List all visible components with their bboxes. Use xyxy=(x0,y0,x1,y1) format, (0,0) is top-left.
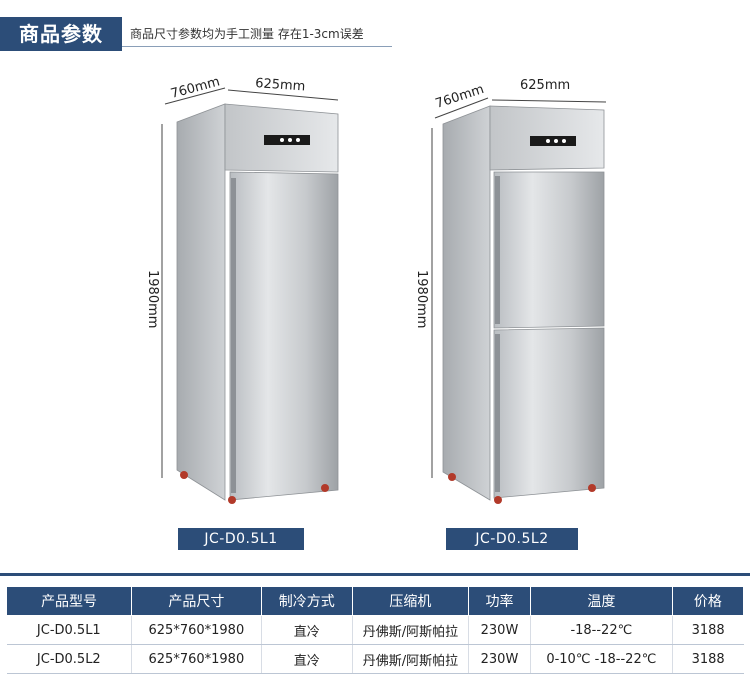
table-header-row: 产品型号 产品尺寸 制冷方式 压缩机 功率 温度 价格 xyxy=(5,586,745,616)
col-temperature: 温度 xyxy=(529,586,673,616)
measurement-note: 商品尺寸参数均为手工测量 存在1-3cm误差 xyxy=(130,27,364,41)
lower-door-panel xyxy=(493,327,605,499)
upper-door-handle xyxy=(495,176,500,324)
width-dimension-line xyxy=(227,89,339,101)
col-cooling: 制冷方式 xyxy=(260,586,353,616)
fridge-single-door: 760mm 625mm 1980mm xyxy=(145,74,339,504)
lower-door-handle xyxy=(495,334,500,492)
col-price: 价格 xyxy=(671,586,745,616)
height-label: 1980mm xyxy=(145,270,160,328)
cell-compressor: 丹佛斯/阿斯帕拉 xyxy=(351,644,469,674)
cell-compressor: 丹佛斯/阿斯帕拉 xyxy=(351,615,469,645)
cell-temperature: 0-10℃ -18--22℃ xyxy=(529,644,673,674)
digital-display xyxy=(264,135,310,145)
model-label-2: JC-D0.5L2 xyxy=(446,528,578,550)
table-row: JC-D0.5L2 625*760*1980 直冷 丹佛斯/阿斯帕拉 230W … xyxy=(6,644,744,674)
depth-label: 760mm xyxy=(169,74,221,101)
table-row: JC-D0.5L1 625*760*1980 直冷 丹佛斯/阿斯帕拉 230W … xyxy=(6,615,744,645)
cell-power: 230W xyxy=(468,644,531,674)
depth-dimension-line-2 xyxy=(434,97,489,119)
model-label-1: JC-D0.5L1 xyxy=(178,528,304,550)
cell-model: JC-D0.5L1 xyxy=(6,615,132,645)
digital-display-2 xyxy=(530,136,576,146)
fridge-double-door: 760mm 625mm 1980mm xyxy=(414,78,607,504)
cell-model: JC-D0.5L2 xyxy=(6,644,132,674)
product-images: 760mm 625mm 1980mm 760mm xyxy=(0,58,750,558)
fridge-illustrations: 760mm 625mm 1980mm 760mm xyxy=(145,74,607,504)
table-divider xyxy=(0,573,750,576)
cell-size: 625*760*1980 xyxy=(131,615,262,645)
cell-size: 625*760*1980 xyxy=(131,644,262,674)
cabinet-side-2 xyxy=(442,105,491,501)
height-label-2: 1980mm xyxy=(414,270,429,328)
depth-label-2: 760mm xyxy=(434,82,486,112)
header-underline xyxy=(122,46,392,47)
door-handle xyxy=(231,178,236,493)
width-dimension-line-2 xyxy=(491,99,607,103)
cell-cooling: 直冷 xyxy=(260,615,353,645)
section-header: 商品参数 商品尺寸参数均为手工测量 存在1-3cm误差 xyxy=(0,12,750,52)
width-label: 625mm xyxy=(255,76,306,94)
cell-temperature: -18--22℃ xyxy=(529,615,673,645)
spec-table: 产品型号 产品尺寸 制冷方式 压缩机 功率 温度 价格 JC-D0.5L1 62… xyxy=(5,586,745,674)
upper-door-panel xyxy=(493,171,605,329)
col-model: 产品型号 xyxy=(5,586,133,616)
section-title: 商品参数 xyxy=(0,17,122,51)
width-label-2: 625mm xyxy=(520,78,570,93)
cabinet-side xyxy=(176,103,226,501)
col-power: 功率 xyxy=(468,586,531,616)
cell-price: 3188 xyxy=(671,644,744,674)
depth-dimension-line xyxy=(164,87,226,105)
col-compressor: 压缩机 xyxy=(351,586,470,616)
col-size: 产品尺寸 xyxy=(131,586,262,616)
cell-price: 3188 xyxy=(671,615,744,645)
cell-cooling: 直冷 xyxy=(260,644,353,674)
cell-power: 230W xyxy=(468,615,531,645)
door-panel xyxy=(229,171,339,501)
